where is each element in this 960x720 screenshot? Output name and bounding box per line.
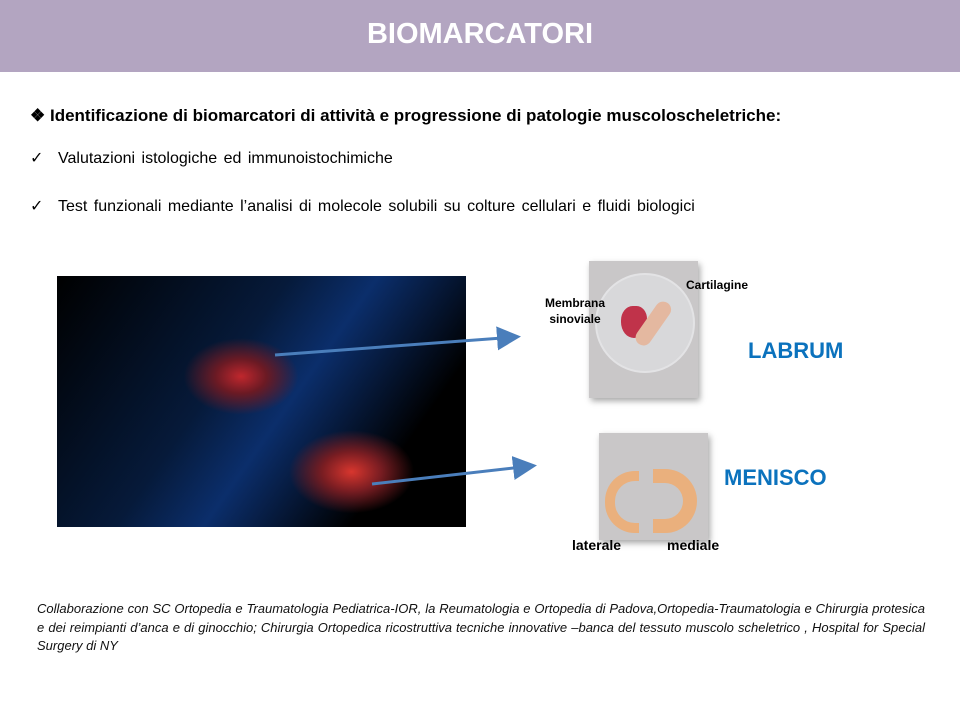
main-bullet-text: Identificazione di biomarcatori di attiv… [49, 106, 782, 125]
labrum-sample-photo [589, 261, 698, 398]
title-bar [0, 0, 960, 72]
label-line: Membrana [545, 296, 606, 310]
cartilagine-label: Cartilagine [686, 278, 749, 292]
xray-body-image [57, 276, 466, 527]
main-bullet: ❖ Identificazione di biomarcatori di att… [30, 106, 781, 126]
check-icon: ✓ [30, 150, 44, 167]
laterale-label: laterale [572, 537, 622, 553]
check-text: Valutazioni istologiche ed immunoistochi… [58, 150, 393, 167]
check-item: ✓ Test funzionali mediante l’analisi di m… [30, 196, 695, 216]
mediale-label: mediale [667, 537, 720, 553]
check-icon: ✓ [30, 198, 44, 215]
membrana-sinoviale-label: Membrana sinoviale [545, 295, 605, 327]
menisco-sample-photo [599, 433, 708, 540]
arrow-to-labrum [274, 326, 521, 357]
arrow-to-menisco [371, 456, 537, 486]
collaboration-footnote: Collaborazione con SC Ortopedia e Trauma… [37, 601, 925, 653]
diamond-bullet-icon: ❖ [30, 106, 50, 125]
label-line: sinoviale [549, 312, 601, 326]
labrum-label: LABRUM [748, 338, 844, 363]
check-item: ✓ Valutazioni istologiche ed immunoistoch… [30, 148, 393, 168]
check-text: Test funzionali mediante l’analisi di mo… [58, 198, 695, 215]
slide-title: BIOMARCATORI [366, 18, 594, 50]
menisco-label: MENISCO [724, 465, 827, 490]
